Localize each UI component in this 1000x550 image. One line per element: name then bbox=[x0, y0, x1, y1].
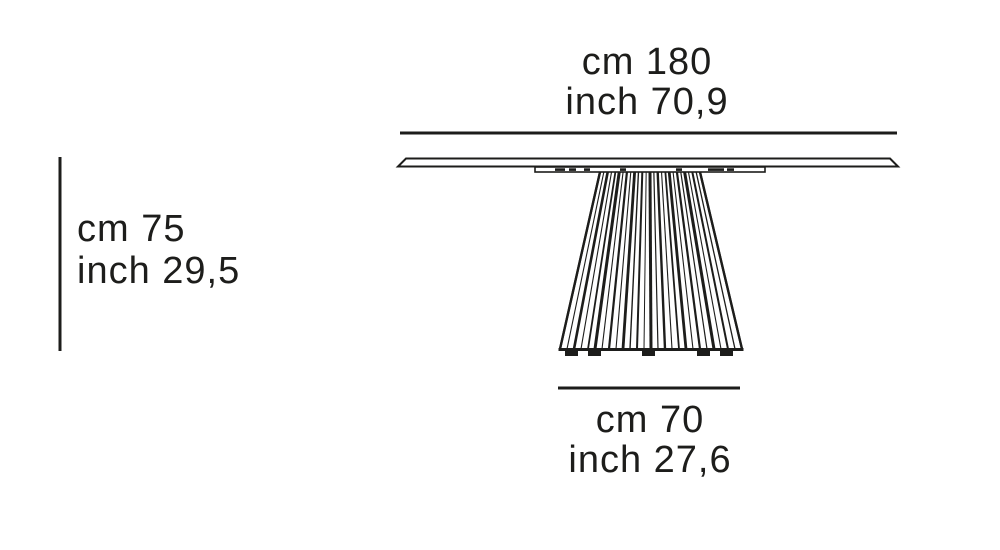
base-cm-value: cm 70 bbox=[595, 399, 705, 441]
base-inch-value: inch 27,6 bbox=[568, 439, 732, 481]
width-inch-value: inch 70,9 bbox=[565, 81, 729, 123]
tabletop bbox=[395, 157, 901, 168]
width-dimension-label: cm 180 inch 70,9 bbox=[447, 42, 847, 122]
height-inch-value: inch 29,5 bbox=[77, 250, 241, 292]
width-cm-value: cm 180 bbox=[581, 41, 713, 83]
pedestal-pleats bbox=[558, 171, 744, 350]
plate-detail-marks bbox=[555, 168, 734, 171]
pedestal-feet bbox=[565, 350, 733, 356]
height-cm-value: cm 75 bbox=[77, 208, 186, 250]
pedestal-outline bbox=[558, 171, 744, 351]
base-dimension-label: cm 70 inch 27,6 bbox=[450, 400, 850, 480]
height-dimension-label: cm 75 inch 29,5 bbox=[77, 208, 240, 292]
